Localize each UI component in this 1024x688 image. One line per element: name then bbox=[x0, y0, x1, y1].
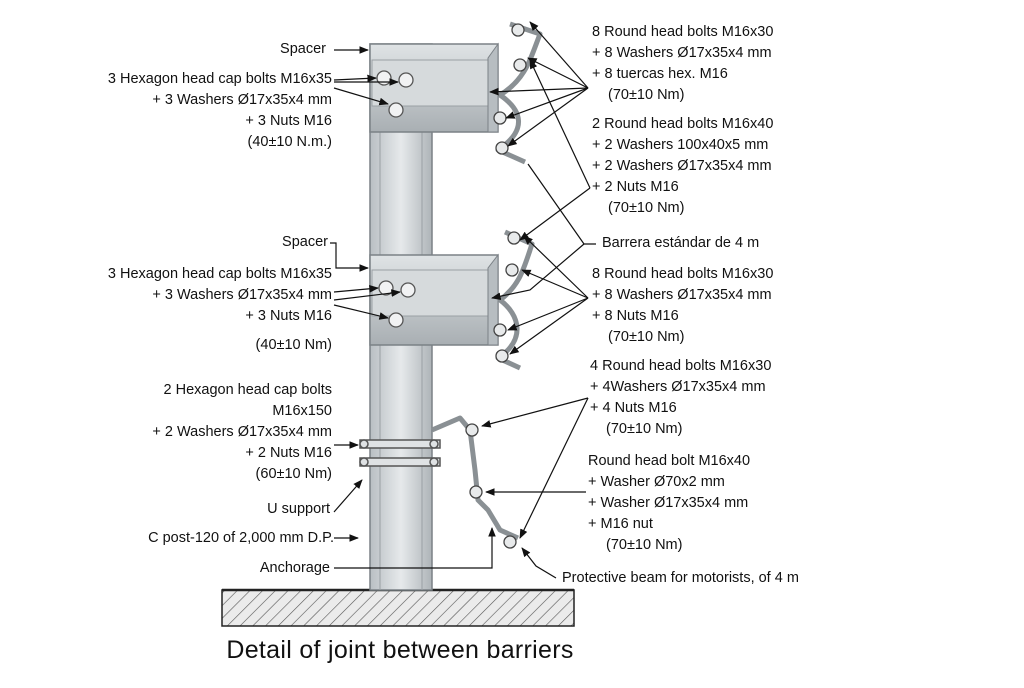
round-bolts-2-line-5: (70±10 Nm) bbox=[608, 200, 685, 216]
label-hex-bolts-top: 3 Hexagon head cap bolts M16x35 + 3 Wash… bbox=[108, 69, 332, 153]
label-protective-beam: Protective beam for motorists, of 4 m bbox=[562, 570, 799, 586]
round-bolts-1-line-3: + 8 tuercas hex. M16 bbox=[592, 66, 728, 82]
hex-bolts-top-line-4: (40±10 N.m.) bbox=[247, 134, 332, 150]
hex-bolts-mid-line-1: 3 Hexagon head cap bolts M16x35 bbox=[107, 266, 332, 282]
label-hex-bolts-low: 2 Hexagon head cap bolts M16x150 + 2 Was… bbox=[152, 380, 332, 485]
label-hex-bolts-mid: 3 Hexagon head cap bolts M16x35 + 3 Wash… bbox=[108, 264, 332, 356]
label-standard-barrier: Barrera estándar de 4 m bbox=[602, 235, 760, 251]
ground-hatch bbox=[221, 588, 575, 627]
round-bolts-4-line-3: + 4 Nuts M16 bbox=[590, 400, 677, 416]
label-c-post: C post-120 of 2,000 mm D.P. bbox=[148, 530, 334, 546]
label-u-support: U support bbox=[267, 501, 330, 517]
round-bolts-2-line-1: 2 Round head bolts M16x40 bbox=[592, 116, 774, 132]
hex-bolts-top-line-1: 3 Hexagon head cap bolts M16x35 bbox=[107, 71, 332, 87]
round-bolt-5-line-5: (70±10 Nm) bbox=[606, 537, 683, 553]
label-round-bolts-2: 2 Round head bolts M16x40 + 2 Washers 10… bbox=[592, 114, 773, 219]
w-beam-low bbox=[431, 415, 520, 541]
hex-bolts-mid-line-4: (40±10 Nm) bbox=[255, 337, 332, 353]
round-bolts-4-line-4: (70±10 Nm) bbox=[606, 421, 683, 437]
round-bolts-1-line-2: + 8 Washers Ø17x35x4 mm bbox=[592, 45, 772, 61]
round-bolts-2-line-3: + 2 Washers Ø17x35x4 mm bbox=[592, 158, 772, 174]
round-bolt-5-line-1: Round head bolt M16x40 bbox=[588, 453, 751, 469]
round-bolts-4-line-1: 4 Round head bolts M16x30 bbox=[590, 358, 772, 374]
round-bolts-3-line-2: + 8 Washers Ø17x35x4 mm bbox=[592, 287, 772, 303]
hex-bolts-mid-line-3: + 3 Nuts M16 bbox=[245, 308, 332, 324]
hex-bolts-low-line-3: + 2 Washers Ø17x35x4 mm bbox=[152, 424, 332, 440]
spacer-top bbox=[369, 42, 499, 133]
round-bolts-2-line-2: + 2 Washers 100x40x5 mm bbox=[592, 137, 769, 153]
label-round-bolts-1: 8 Round head bolts M16x30 + 8 Washers Ø1… bbox=[592, 22, 773, 106]
round-bolts-beams bbox=[465, 23, 527, 549]
label-round-bolts-3: 8 Round head bolts M16x30 + 8 Washers Ø1… bbox=[592, 264, 773, 348]
u-support bbox=[359, 439, 441, 467]
round-bolts-3-line-4: (70±10 Nm) bbox=[608, 329, 685, 345]
hex-bolts-low-line-2: M16x150 bbox=[272, 403, 332, 419]
hex-bolts-top-line-3: + 3 Nuts M16 bbox=[245, 113, 332, 129]
label-round-bolts-4: 4 Round head bolts M16x30 + 4Washers Ø17… bbox=[590, 356, 771, 440]
round-bolts-2-line-4: + 2 Nuts M16 bbox=[592, 179, 679, 195]
leader-lines bbox=[330, 21, 596, 579]
hex-bolts-top-line-2: + 3 Washers Ø17x35x4 mm bbox=[152, 92, 332, 108]
round-bolts-4-line-2: + 4Washers Ø17x35x4 mm bbox=[590, 379, 766, 395]
w-beam-top bbox=[495, 21, 543, 165]
spacer-mid bbox=[369, 253, 499, 346]
round-bolt-5-line-3: + Washer Ø17x35x4 mm bbox=[588, 495, 749, 511]
label-spacer-top: Spacer bbox=[280, 41, 326, 57]
label-round-bolt-5: Round head bolt M16x40 + Washer Ø70x2 mm… bbox=[588, 451, 750, 556]
figure-caption: Detail of joint between barriers bbox=[226, 636, 574, 664]
hex-bolts-mid bbox=[378, 280, 416, 328]
hex-bolts-low-line-1: 2 Hexagon head cap bolts bbox=[163, 382, 333, 398]
w-beam-mid bbox=[495, 229, 535, 371]
label-spacer-mid: Spacer bbox=[282, 234, 328, 250]
round-bolts-1-line-4: (70±10 Nm) bbox=[608, 87, 685, 103]
hex-bolts-mid-line-2: + 3 Washers Ø17x35x4 mm bbox=[152, 287, 332, 303]
hex-bolts-low-line-5: (60±10 Nm) bbox=[255, 466, 332, 482]
round-bolt-5-line-2: + Washer Ø70x2 mm bbox=[588, 474, 725, 490]
round-bolts-3-line-1: 8 Round head bolts M16x30 bbox=[592, 266, 774, 282]
label-anchorage: Anchorage bbox=[259, 560, 330, 576]
hex-bolts-low-line-4: + 2 Nuts M16 bbox=[245, 445, 332, 461]
round-bolts-3-line-3: + 8 Nuts M16 bbox=[592, 308, 679, 324]
round-bolt-5-line-4: + M16 nut bbox=[588, 516, 653, 532]
round-bolts-1-line-1: 8 Round head bolts M16x30 bbox=[592, 24, 774, 40]
